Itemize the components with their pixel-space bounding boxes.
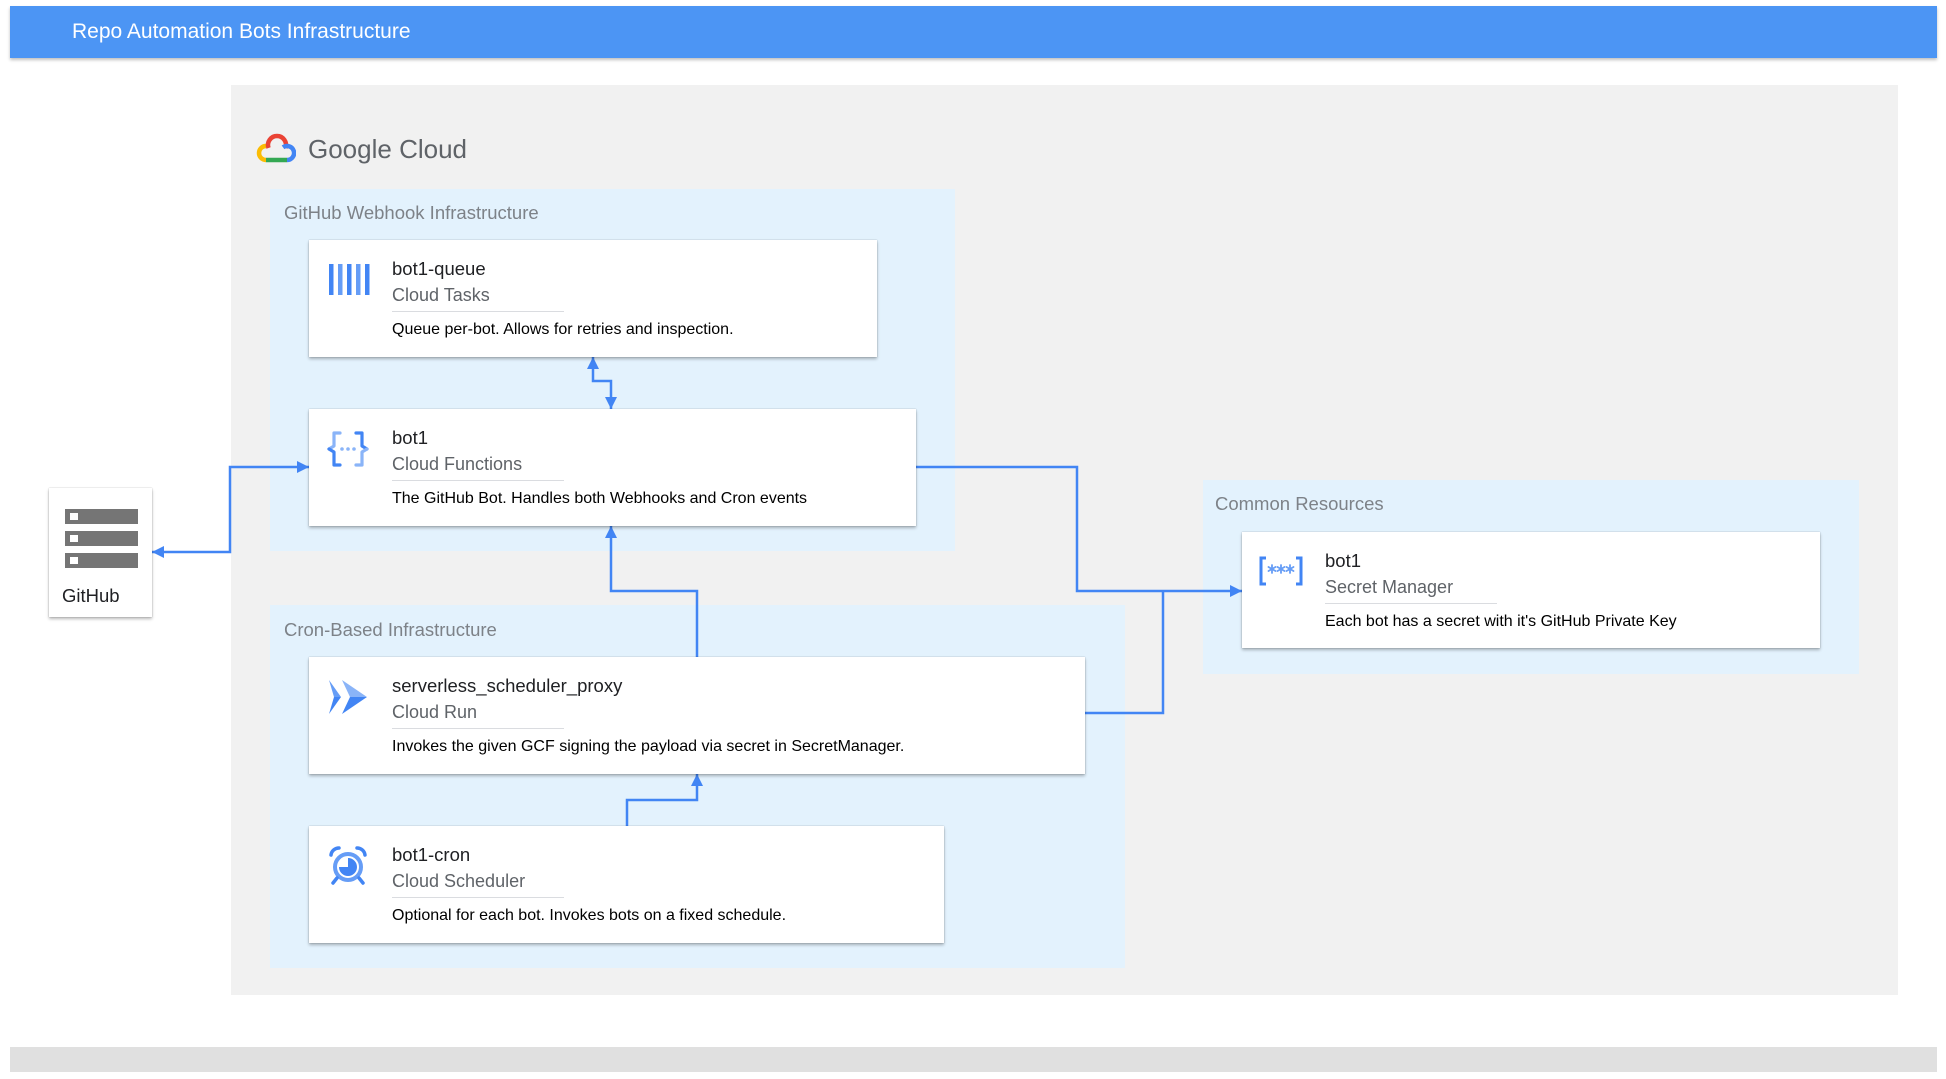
node-service: Secret Manager (1325, 577, 1454, 597)
zone-label: Cron-Based Infrastructure (284, 619, 497, 640)
divider (392, 480, 564, 481)
node-service: Cloud Scheduler (392, 871, 526, 891)
node-service: Cloud Run (392, 702, 478, 722)
cloud-run-icon (326, 677, 370, 717)
node-bot1-secret: bot1 Secret Manager Each bot has a secre… (1242, 532, 1820, 648)
node-serverless-scheduler-proxy: serverless_scheduler_proxy Cloud Run Inv… (309, 657, 1085, 774)
node-name: bot1 (1325, 550, 1362, 571)
google-cloud-logo-text: Google Cloud (308, 134, 467, 164)
node-name: bot1-queue (392, 258, 486, 279)
node-name: bot1 (392, 427, 429, 448)
node-name: serverless_scheduler_proxy (392, 675, 623, 696)
github-node: GitHub (49, 488, 152, 617)
node-service: Cloud Tasks (392, 285, 490, 305)
divider (392, 897, 564, 898)
title-bar: Repo Automation Bots Infrastructure (10, 6, 1937, 58)
node-bot1-queue: bot1-queue Cloud Tasks Queue per-bot. Al… (309, 240, 877, 357)
node-name: bot1-cron (392, 844, 471, 865)
node-bot1-function: bot1 Cloud Functions The GitHub Bot. Han… (309, 409, 916, 526)
cloud-scheduler-icon (326, 846, 370, 886)
node-service: Cloud Functions (392, 454, 523, 474)
node-label: GitHub (62, 585, 120, 606)
node-description: Each bot has a secret with it's GitHub P… (1325, 613, 1677, 630)
node-description: The GitHub Bot. Handles both Webhooks an… (392, 490, 808, 507)
divider (392, 311, 564, 312)
node-description: Optional for each bot. Invokes bots on a… (392, 907, 787, 924)
secret-manager-icon (1258, 556, 1304, 586)
zone-label: Common Resources (1215, 493, 1384, 514)
divider (1325, 603, 1497, 604)
node-description: Invokes the given GCF signing the payloa… (392, 738, 905, 755)
divider (392, 728, 564, 729)
google-cloud-logo-icon (256, 132, 297, 164)
node-description: Queue per-bot. Allows for retries and in… (392, 321, 734, 338)
cloud-tasks-icon (326, 260, 370, 300)
page-title: Repo Automation Bots Infrastructure (72, 20, 411, 43)
cloud-functions-icon (326, 429, 370, 469)
node-bot1-cron: bot1-cron Cloud Scheduler Optional for e… (309, 826, 944, 943)
footer-bar (10, 1047, 1937, 1072)
zone-label: GitHub Webhook Infrastructure (284, 202, 539, 223)
server-icon (65, 509, 138, 568)
